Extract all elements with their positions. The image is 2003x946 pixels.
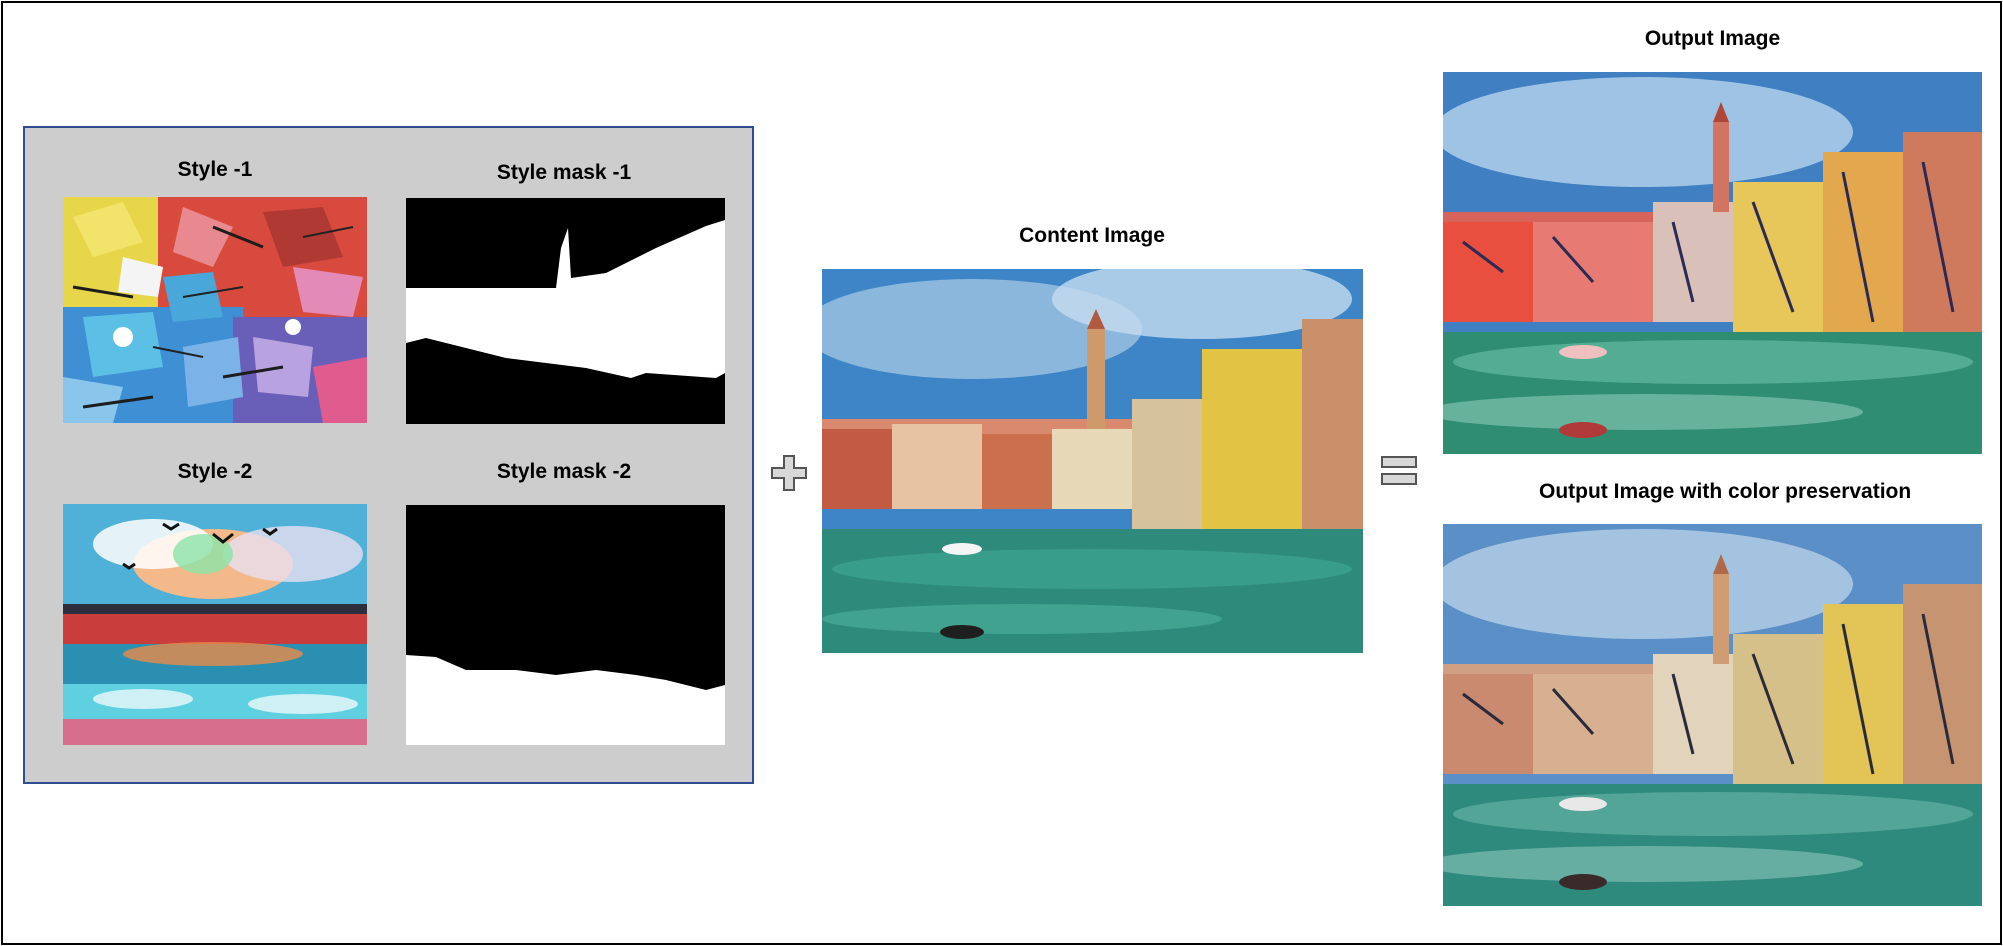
style-2-image: [63, 504, 367, 745]
output-color-preservation-label: Output Image with color preservation: [1539, 480, 1912, 503]
equals-icon: [1381, 455, 1417, 487]
style-1-label: Style -1: [177, 158, 253, 181]
style-mask-1-label: Style mask -1: [496, 161, 632, 184]
style-2-label: Style -2: [177, 460, 253, 483]
plus-icon: [770, 454, 808, 492]
style-1-image: [63, 197, 367, 423]
output-image: [1443, 72, 1982, 454]
content-image: [822, 269, 1363, 653]
output-color-preservation-image: [1443, 524, 1982, 906]
style-mask-1-image: [406, 198, 725, 424]
output-image-label: Output Image: [1644, 27, 1781, 50]
style-mask-2-label: Style mask -2: [496, 460, 632, 483]
style-mask-2-image: [406, 505, 725, 745]
content-image-label: Content Image: [1019, 224, 1165, 247]
